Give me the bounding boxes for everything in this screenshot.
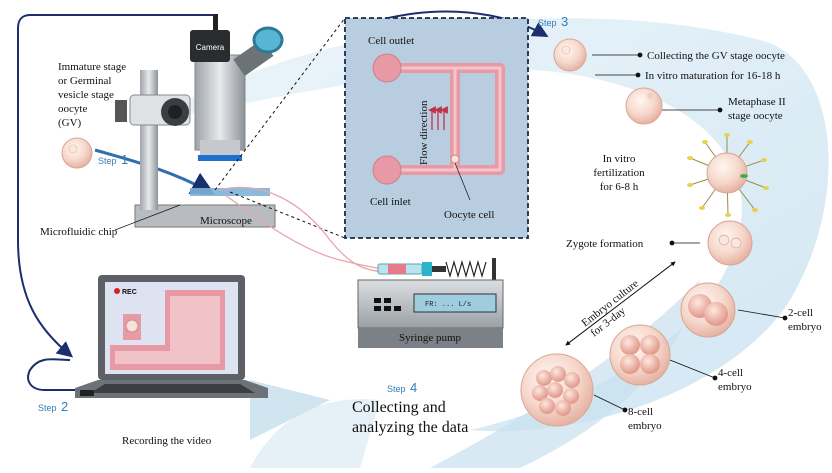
cell-inlet-label: Cell inlet bbox=[370, 196, 411, 208]
metaphase-line-1: Metaphase II bbox=[728, 96, 786, 108]
cell-outlet-label: Cell outlet bbox=[368, 35, 414, 47]
immature-line-4: oocyte bbox=[58, 103, 87, 115]
chip-pointer bbox=[114, 204, 181, 231]
flow-direction-label: Flow direction bbox=[418, 100, 430, 165]
camera-label: Camera bbox=[196, 43, 225, 52]
ivf-line-3: for 6-8 h bbox=[600, 181, 639, 193]
immature-line-2: or Germinal bbox=[58, 75, 111, 87]
gv-oocyte-step3 bbox=[553, 38, 587, 72]
microscope bbox=[115, 14, 284, 228]
rec-label: REC bbox=[122, 289, 137, 296]
step2-word: Step bbox=[38, 403, 57, 413]
syringe-pump-label: Syringe pump bbox=[399, 332, 462, 344]
zygote-label: Zygote formation bbox=[566, 238, 644, 250]
step3-word: Step bbox=[538, 18, 557, 28]
workflow-lines bbox=[17, 10, 549, 391]
microscope-label: Microscope bbox=[200, 215, 252, 227]
ivf-line-2: fertilization bbox=[593, 167, 645, 179]
syringe-pump bbox=[357, 258, 504, 348]
four-cell-line-2: embryo bbox=[718, 381, 752, 393]
pump-display-text: FR: ... L/s bbox=[425, 301, 471, 309]
step2-num: 2 bbox=[61, 399, 68, 414]
oocyte-cell-label: Oocyte cell bbox=[444, 209, 494, 221]
step4-word: Step bbox=[387, 384, 406, 394]
fertilization-cell bbox=[687, 133, 769, 217]
gv-oocyte bbox=[61, 137, 93, 169]
immature-line-3: vesicle stage bbox=[58, 89, 114, 101]
collecting-analyzing-line-2: analyzing the data bbox=[352, 419, 468, 436]
microfluidic-chip-label: Microfluidic chip bbox=[40, 226, 118, 238]
zygote-cell bbox=[707, 220, 753, 266]
ivf-line-1: In vitro bbox=[603, 153, 636, 165]
step1-word: Step bbox=[98, 156, 117, 166]
metaphase-oocyte bbox=[625, 87, 663, 125]
eight-cell-embryo bbox=[520, 353, 594, 427]
immature-oocyte-label: Immature stage or Germinal vesicle stage… bbox=[58, 61, 126, 129]
two-cell-line-2: embryo bbox=[788, 321, 822, 333]
eight-cell-line-2: embryo bbox=[628, 420, 662, 432]
two-cell-line-1: 2-cell bbox=[788, 307, 813, 319]
chip-inset bbox=[344, 17, 529, 239]
zoom-lines bbox=[214, 17, 346, 239]
two-cell-embryo bbox=[680, 282, 736, 338]
immature-line-1: Immature stage bbox=[58, 61, 126, 73]
four-cell-embryo bbox=[609, 324, 671, 386]
step3-num: 3 bbox=[561, 14, 568, 29]
recording-video-label: Recording the video bbox=[122, 435, 212, 447]
collect-gv-label: Collecting the GV stage oocyte bbox=[647, 50, 785, 62]
eight-cell-line-1: 8-cell bbox=[628, 406, 653, 418]
laptop bbox=[75, 275, 268, 398]
tubing bbox=[219, 186, 391, 273]
step1-num: 1 bbox=[121, 152, 128, 167]
step3-pointers bbox=[592, 52, 788, 413]
step4-num: 4 bbox=[410, 380, 417, 395]
four-cell-line-1: 4-cell bbox=[718, 367, 743, 379]
ivm-label: In vitro maturation for 16-18 h bbox=[645, 70, 781, 82]
collecting-analyzing-line-1: Collecting and bbox=[352, 399, 446, 416]
metaphase-line-2: stage oocyte bbox=[728, 110, 783, 122]
immature-line-5: (GV) bbox=[58, 117, 82, 129]
